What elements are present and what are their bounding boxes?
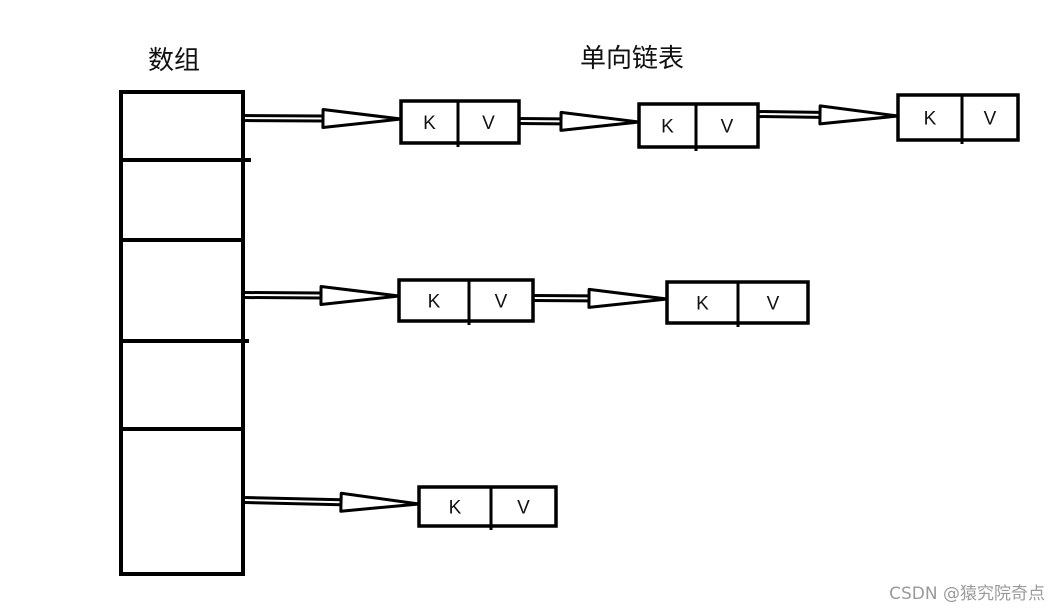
node-key-label: K [924,109,937,130]
node-box [637,102,760,149]
pointer-arrow [532,287,669,309]
arrow-group [240,104,900,513]
node-box [417,485,558,528]
linked-list-label: 单向链表 [580,44,685,74]
node-value-label: V [984,109,997,130]
array-outline [119,90,245,576]
node-box [896,93,1020,142]
pointer-arrow [518,110,641,132]
node-value-label: V [517,498,530,519]
node-value-label: V [767,294,780,315]
node-key-label: K [696,294,709,315]
node-key-label: K [661,117,674,138]
pointer-arrow [244,491,421,513]
node-box [399,99,521,145]
pointer-arrow [240,108,403,130]
node-key-label: K [449,498,462,519]
watermark: CSDN @猿究院奇点 [889,584,1045,604]
node-key-label: K [428,292,441,313]
node-key-label: K [423,113,436,134]
node-value-label: V [721,117,734,138]
array-label: 数组 [148,46,201,76]
pointer-arrow [757,104,900,126]
node-box [397,278,535,323]
pointer-arrow [244,284,401,306]
node-value-label: V [495,292,508,313]
node-value-label: V [482,113,495,134]
array-column [119,90,251,576]
